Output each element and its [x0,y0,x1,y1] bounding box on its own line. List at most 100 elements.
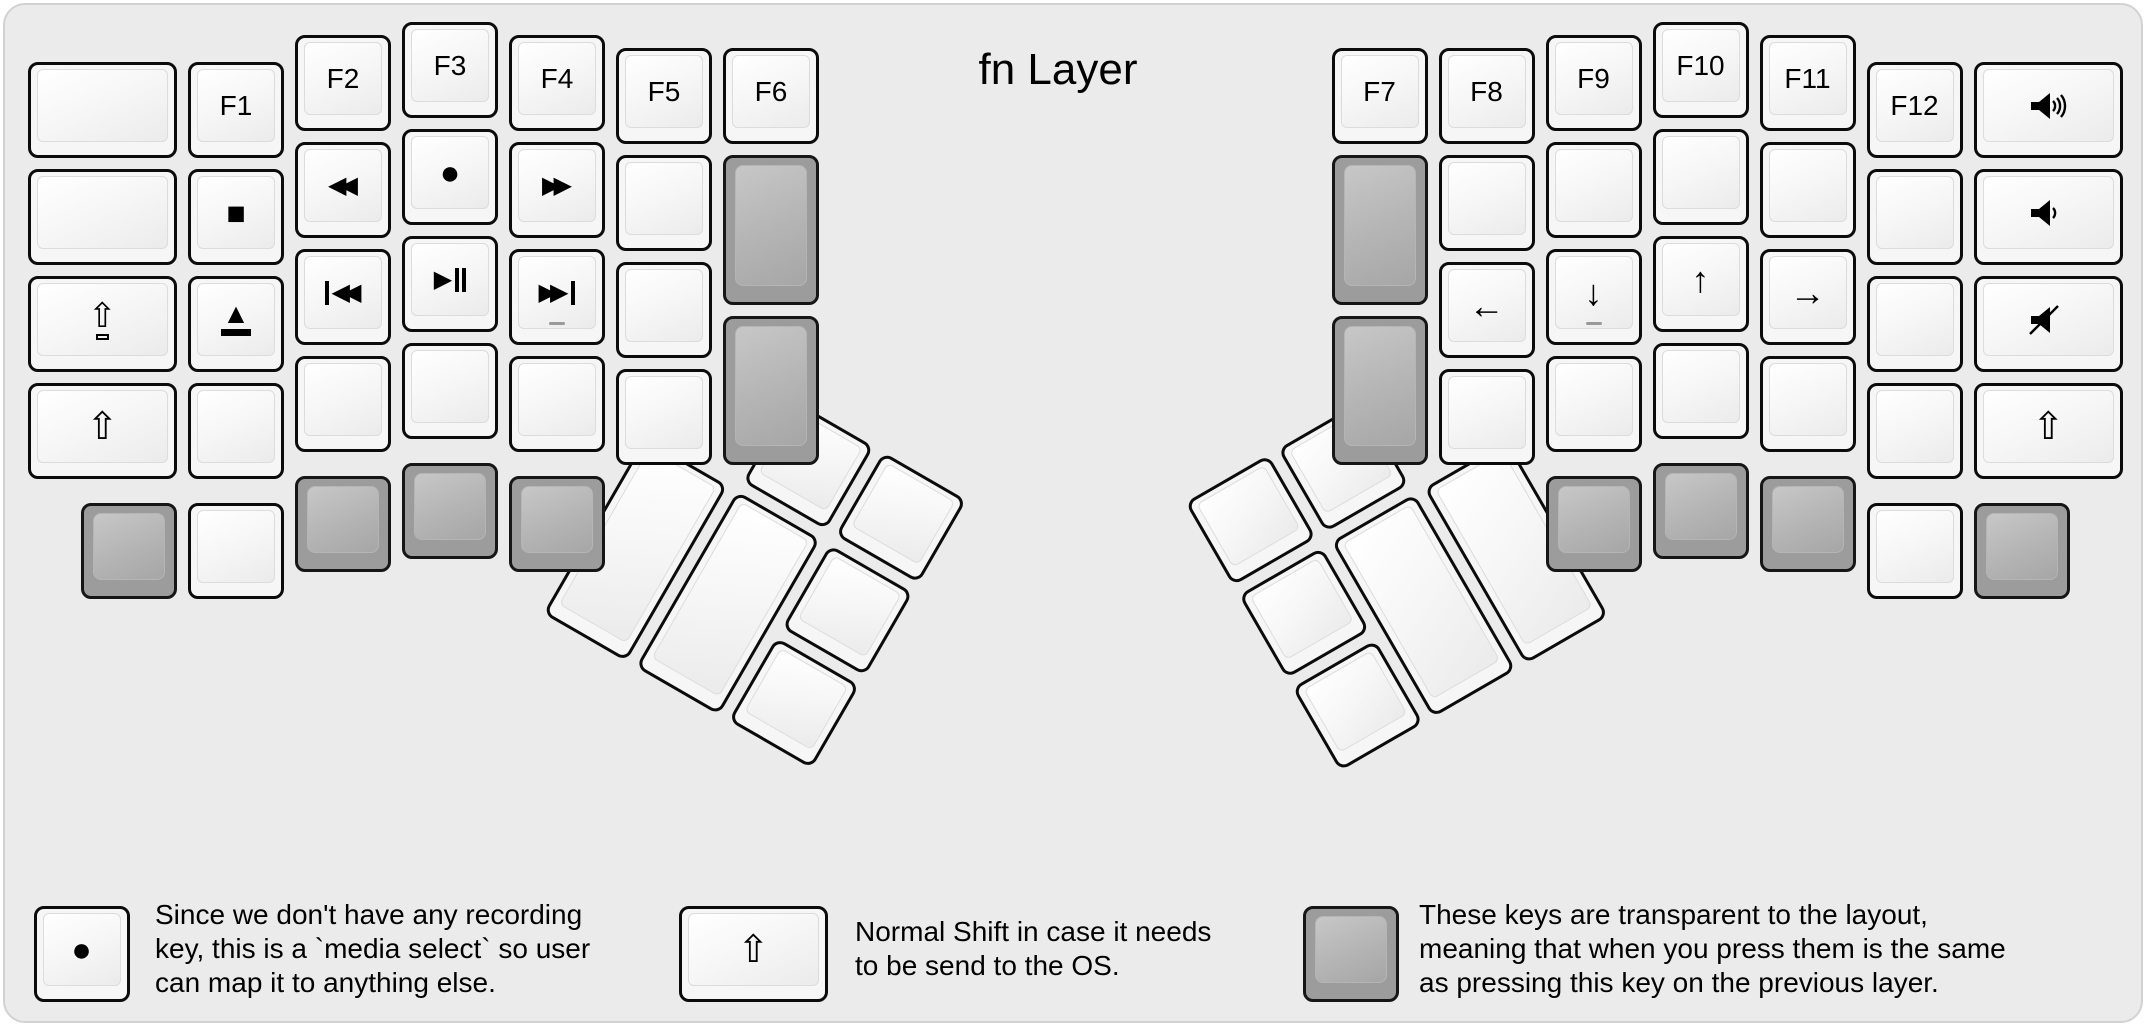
key-face [625,162,703,236]
key-rewind[interactable]: ◀◀ [295,141,391,238]
key-face [1661,242,1740,316]
key-blank[interactable] [188,503,284,599]
key-transparent[interactable] [81,503,177,599]
key-blank[interactable] [295,355,391,452]
key-legend: ● [37,909,127,991]
key-play-pause[interactable]: ▶ [402,235,498,332]
key-blank[interactable] [1545,141,1642,238]
key-transparent[interactable] [295,476,391,573]
key-face [1343,325,1416,447]
shift-icon: ⇧ [2032,405,2065,448]
key-face [197,175,275,249]
key-arrow-right[interactable]: → [1759,248,1856,345]
key-transparent[interactable] [1302,905,1399,1002]
key-transparent[interactable] [1759,476,1856,573]
key-blank[interactable] [402,342,498,439]
key-blank[interactable] [27,168,177,265]
volume-up-icon [2031,92,2067,119]
key-blank[interactable] [1652,128,1749,225]
key-f3[interactable]: F3 [402,21,498,118]
key-legend: ▶ [405,239,495,321]
key-transparent[interactable] [509,476,605,573]
key-f5[interactable]: F5 [616,48,712,145]
key-face [1447,162,1526,236]
key-transparent[interactable] [723,155,819,305]
key-prev-track[interactable]: ◀◀ [295,248,391,345]
key-blank[interactable] [1759,355,1856,452]
key-record[interactable]: ● [33,905,130,1002]
homing-bar [549,321,565,325]
stop-icon: ■ [226,194,246,231]
key-transparent[interactable] [1331,315,1428,466]
key-face [1875,389,1954,463]
key-blank[interactable] [1866,503,1963,599]
homing-bar [1585,321,1602,325]
key-face [1302,650,1407,753]
key-legend: ⇧ [31,386,175,468]
key-arrow-up[interactable]: ↑ [1652,235,1749,332]
key-blank[interactable] [616,369,712,466]
legend-text-transparent: These keys are transparent to the layout… [1419,898,2006,1000]
key-blank[interactable] [1866,275,1963,372]
key-blank[interactable] [1866,168,1963,265]
key-face [304,255,382,329]
key-blank[interactable] [1545,355,1642,452]
key-f2[interactable]: F2 [295,34,391,131]
key-mute[interactable] [1973,275,2123,372]
key-face [197,282,275,356]
key-f1[interactable]: F1 [188,61,284,158]
key-caps-shift[interactable]: ⇧ [27,275,177,372]
key-f12[interactable]: F12 [1866,61,1963,158]
key-shift[interactable]: ⇧ [27,382,177,479]
key-face [304,41,382,115]
key-blank[interactable] [27,61,177,158]
key-f6[interactable]: F6 [723,48,819,145]
key-f7[interactable]: F7 [1331,48,1428,145]
key-transparent[interactable] [1331,155,1428,305]
key-blank[interactable] [188,382,284,479]
key-fast-forward[interactable]: ▶▶ [509,141,605,238]
key-arrow-down[interactable]: ↓ [1545,248,1642,345]
key-blank[interactable] [1866,382,1963,479]
key-legend: ⇧ [1977,386,2121,468]
key-face [1875,175,1954,249]
key-eject[interactable]: ▲ [188,275,284,372]
key-stop[interactable]: ■ [188,168,284,265]
key-transparent[interactable] [1545,476,1642,573]
key-legend: ▲ [191,279,281,361]
key-transparent[interactable] [1652,462,1749,559]
key-face [42,912,121,986]
key-face [307,486,379,554]
arrow-right-icon: → [1789,271,1826,313]
volume-down-icon [2031,199,2057,226]
key-record[interactable]: ● [402,128,498,225]
key-blank[interactable] [509,355,605,452]
key-volume-down[interactable] [1973,168,2123,265]
mute-icon [2029,304,2060,335]
key-f4[interactable]: F4 [509,34,605,131]
key-next-track[interactable]: ▶▶ [509,248,605,345]
key-legend: ■ [191,172,281,254]
key-blank[interactable] [1652,342,1749,439]
key-transparent[interactable] [723,315,819,466]
key-f11[interactable]: F11 [1759,34,1856,131]
key-f10[interactable]: F10 [1652,21,1749,118]
key-f8[interactable]: F8 [1438,48,1535,145]
key-blank[interactable] [1759,141,1856,238]
key-f9[interactable]: F9 [1545,34,1642,131]
key-face [36,175,168,249]
key-blank[interactable] [1438,369,1535,466]
key-shift[interactable]: ⇧ [1973,382,2123,479]
key-face [1771,486,1844,554]
key-transparent[interactable] [402,462,498,559]
key-blank[interactable] [1438,155,1535,252]
key-volume-up[interactable] [1973,61,2123,158]
key-face [1664,472,1737,540]
key-shift[interactable]: ⇧ [678,905,828,1002]
key-legend [1977,279,2121,361]
play-pause-icon: ▶ [434,267,467,292]
key-arrow-left[interactable]: ← [1438,262,1535,359]
key-blank[interactable] [616,262,712,359]
key-blank[interactable] [616,155,712,252]
key-transparent[interactable] [1973,503,2070,599]
